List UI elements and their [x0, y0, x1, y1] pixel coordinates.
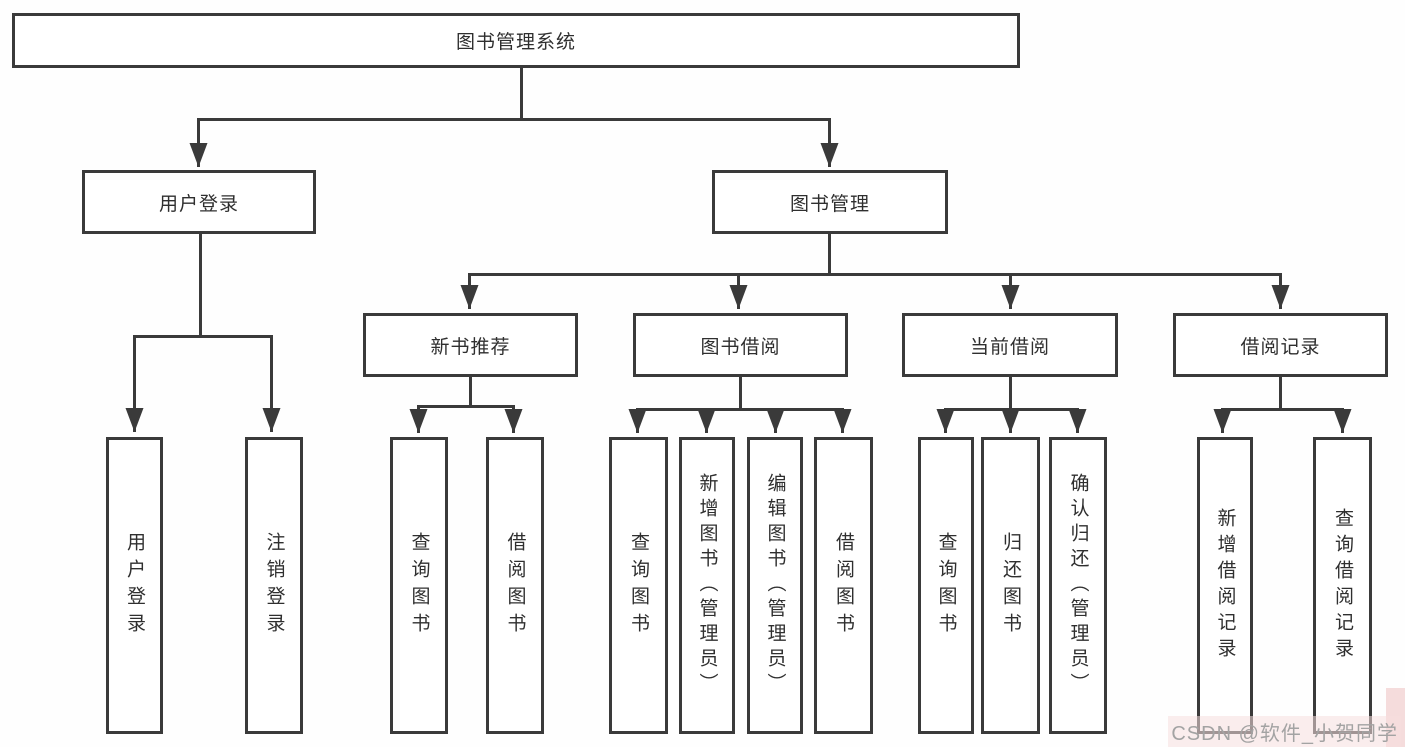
- node-user-login: 用户登录: [82, 170, 316, 234]
- leaf-add-books-admin: 新增图书（管理员）: [679, 437, 735, 734]
- leaf-user-login: 用户登录: [106, 437, 163, 734]
- leaf-query-borrow-record: 查询借阅记录: [1313, 437, 1372, 734]
- leaf-borrow-books: 借阅图书: [814, 437, 873, 734]
- leaf-recommend-query-books: 查询图书: [390, 437, 448, 734]
- leaf-logout: 注销登录: [245, 437, 303, 734]
- watermark: CSDN @软件_小贺同学: [1168, 716, 1401, 747]
- leaf-borrowing-query-books: 查询图书: [609, 437, 668, 734]
- leaf-recommend-borrow-books: 借阅图书: [486, 437, 544, 734]
- node-book-management: 图书管理: [712, 170, 948, 234]
- node-borrowing-records: 借阅记录: [1173, 313, 1388, 377]
- leaf-edit-books-admin: 编辑图书（管理员）: [747, 437, 803, 734]
- node-book-borrowing: 图书借阅: [633, 313, 848, 377]
- leaf-return-books: 归还图书: [981, 437, 1040, 734]
- leaf-add-borrow-record: 新增借阅记录: [1197, 437, 1253, 734]
- node-library-system: 图书管理系统: [12, 13, 1020, 68]
- leaf-current-query-books: 查询图书: [918, 437, 974, 734]
- leaf-confirm-return-admin: 确认归还（管理员）: [1049, 437, 1107, 734]
- node-new-book-recommendation: 新书推荐: [363, 313, 578, 377]
- node-current-borrowing: 当前借阅: [902, 313, 1118, 377]
